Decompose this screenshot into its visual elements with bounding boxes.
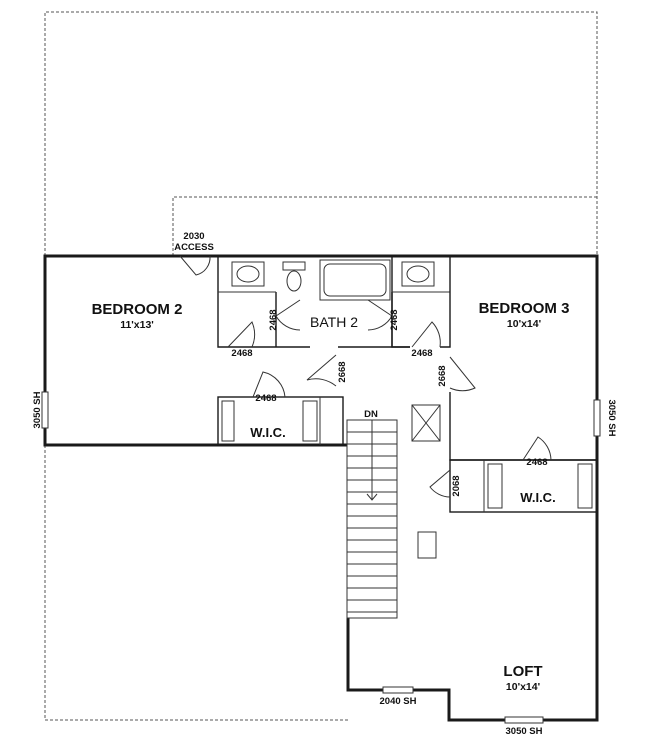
wic-left-shelf-1 — [221, 400, 235, 442]
door-label-bed3-side: 2668 — [437, 365, 448, 386]
attic-access-code: 2030 — [183, 231, 204, 242]
wic-right-name: W.I.C. — [520, 490, 555, 505]
window-label-bed2: 3050 SH — [32, 391, 43, 428]
wic-left-walls — [217, 396, 344, 446]
door-label-bed2: 2468 — [231, 348, 252, 359]
bedroom3-west-wall — [440, 256, 451, 348]
sink-left-basin — [236, 265, 260, 283]
bathtub-inner — [323, 263, 387, 297]
door-swings — [179, 255, 552, 498]
window-label-bed3: 3050 SH — [606, 400, 617, 437]
attic-access-label: ACCESS — [174, 242, 214, 253]
door-label-2068: 2068 — [451, 475, 462, 496]
door-label-wic-left: 2468 — [255, 393, 276, 404]
window-loft-2040 — [382, 686, 414, 694]
door-label-wic-right: 2468 — [526, 457, 547, 468]
bedroom3-size: 10'x14' — [507, 318, 541, 330]
light-fixture — [417, 531, 437, 559]
wic-right-shelf-1 — [487, 463, 503, 509]
attic-hatch-x2 — [411, 404, 441, 442]
roof-outline-upper — [44, 11, 598, 256]
loft-size: 10'x14' — [506, 681, 540, 693]
toilet-tank — [282, 261, 306, 271]
bedroom2-size: 11'x13' — [120, 319, 154, 331]
bedroom2-east-wall — [217, 256, 310, 348]
bath2-name: BATH 2 — [310, 314, 358, 330]
toilet-bowl — [286, 270, 302, 292]
bedroom2-name: BEDROOM 2 — [92, 301, 183, 318]
wic-right-shelf-2 — [577, 463, 593, 509]
bedroom3-name: BEDROOM 3 — [479, 300, 570, 317]
window-loft-3050 — [504, 716, 544, 724]
door-label-hall: 2668 — [337, 361, 348, 382]
roof-outline-middle — [172, 196, 597, 256]
stair — [346, 419, 398, 619]
door-label-bed3: 2468 — [411, 348, 432, 359]
door-label-bath-left: 2468 — [268, 309, 279, 330]
window-bedroom2 — [41, 391, 49, 429]
window-label-2040: 2040 SH — [380, 696, 417, 707]
wic-left-name: W.I.C. — [250, 425, 285, 440]
door-label-bath-right: 2468 — [389, 309, 400, 330]
wic-left-shelf-2 — [302, 400, 318, 442]
window-bedroom3 — [593, 399, 601, 437]
window-label-3050-loft: 3050 SH — [506, 726, 543, 737]
loft-name: LOFT — [503, 663, 542, 680]
sink-right-basin — [406, 265, 430, 283]
stair-label: DN — [364, 409, 378, 420]
garage-roof-outline — [44, 445, 348, 721]
